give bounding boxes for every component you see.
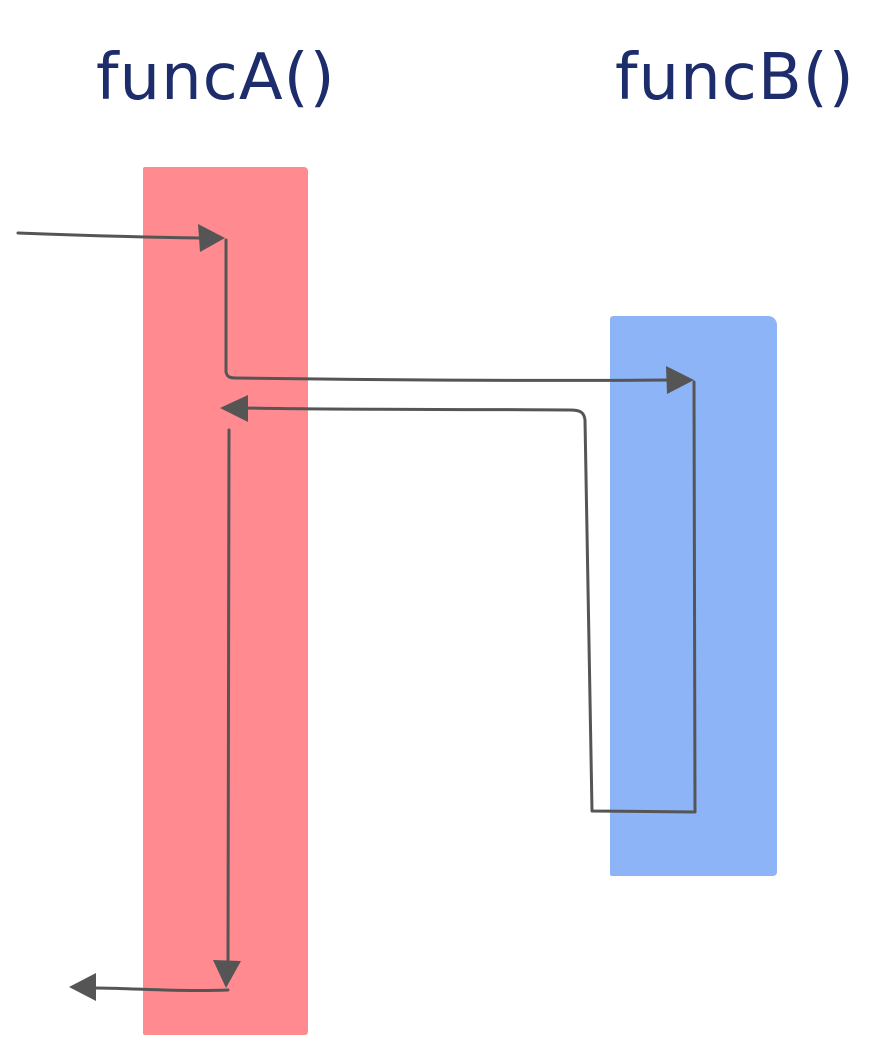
arrowhead-funca-return [69, 973, 96, 1001]
funcb-label: funcB() [615, 41, 855, 115]
funca-label: funcA() [96, 41, 336, 115]
arrowhead-incoming [198, 224, 225, 252]
funcb-return-arrow [244, 380, 697, 814]
call-funcb-arrow [224, 238, 672, 382]
arrowhead-return-funca [220, 395, 248, 422]
arrowhead-funca-down [213, 960, 241, 988]
funca-continue-line [226, 428, 231, 967]
incoming-call-arrow [16, 231, 202, 240]
arrowhead-call-funcb [666, 366, 694, 394]
funca-return-arrow [92, 986, 230, 993]
